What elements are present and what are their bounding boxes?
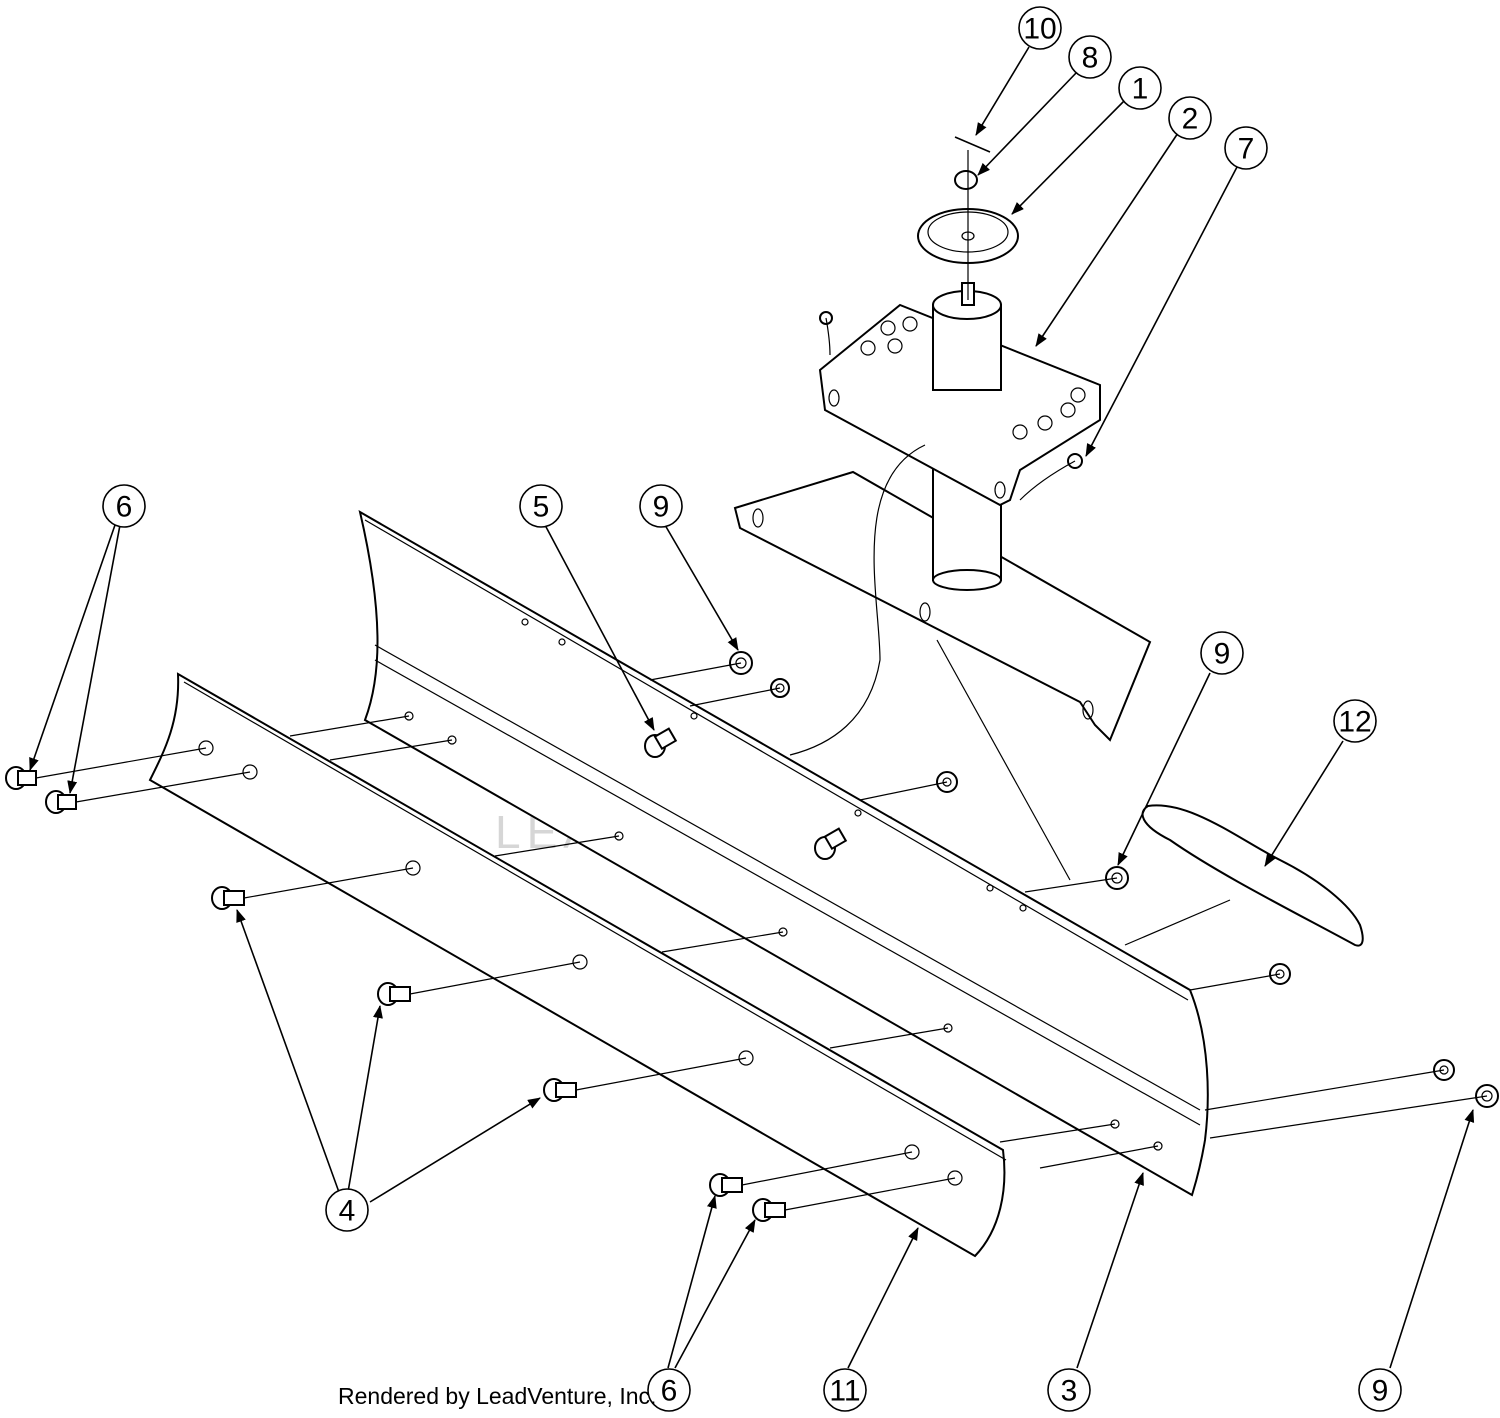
callout-4: 4 — [325, 1188, 369, 1232]
cutting-edge-part — [148, 672, 1007, 1258]
callout-3: 3 — [1047, 1368, 1091, 1412]
callout-label: 5 — [533, 491, 550, 524]
carriage-bolt-part — [709, 1173, 786, 1222]
callout-5: 5 — [519, 484, 563, 528]
callout-label: 1 — [1132, 73, 1149, 106]
carriage-bolt-part — [5, 766, 77, 814]
callout-label: 4 — [339, 1195, 356, 1228]
pivot-bracket-part — [733, 282, 1152, 742]
callout-label: 2 — [1182, 103, 1199, 136]
callout-6-bottom: 6 — [647, 1368, 691, 1412]
blade-part — [358, 509, 1209, 1197]
callout-1: 1 — [1118, 66, 1162, 110]
callout-label: 9 — [653, 491, 670, 524]
callout-11: 11 — [823, 1368, 867, 1412]
callout-label: 6 — [661, 1375, 678, 1408]
callout-2: 2 — [1168, 96, 1212, 140]
callout-label: 6 — [116, 491, 133, 524]
carriage-bolt-part — [211, 886, 577, 1102]
alignment-lines — [35, 662, 1488, 1211]
callout-6-left: 6 — [102, 484, 146, 528]
callout-label: 11 — [829, 1375, 860, 1408]
carriage-bolt-part — [644, 727, 848, 860]
callout-8: 8 — [1068, 35, 1112, 79]
callout-12: 12 — [1333, 699, 1377, 743]
callout-10: 10 — [1018, 6, 1062, 50]
callout-label: 3 — [1061, 1375, 1078, 1408]
leader-lines — [29, 46, 1475, 1369]
callout-label: 8 — [1082, 42, 1099, 75]
callout-label: 7 — [1238, 133, 1255, 166]
credit-text: Rendered by LeadVenture, Inc. — [338, 1383, 657, 1409]
callout-label: 10 — [1023, 13, 1056, 46]
skid-part — [1141, 804, 1364, 947]
callout-label: 9 — [1214, 638, 1231, 671]
callout-9-bottom: 9 — [1358, 1368, 1402, 1412]
callout-9-top: 9 — [639, 484, 683, 528]
callout-label: 9 — [1372, 1375, 1389, 1408]
castle-nut-part — [954, 136, 991, 300]
callout-9-right: 9 — [1200, 631, 1244, 675]
callout-label: 12 — [1338, 706, 1371, 739]
callout-7: 7 — [1224, 126, 1268, 170]
